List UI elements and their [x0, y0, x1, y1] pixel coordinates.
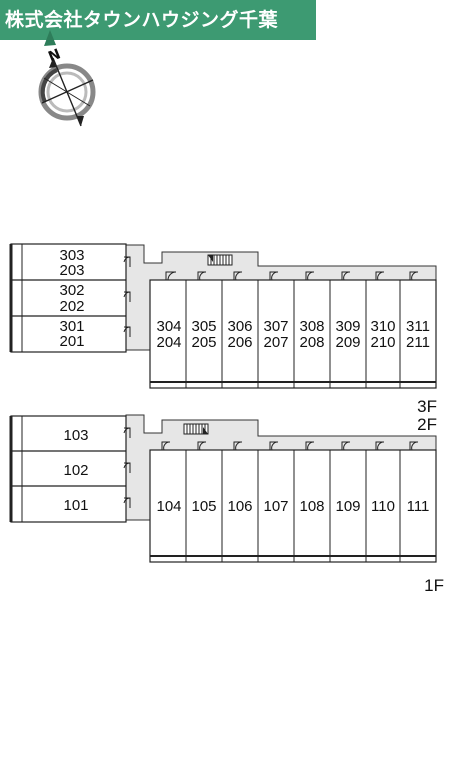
door-icon: [341, 441, 351, 451]
unit-number: 106: [227, 498, 252, 515]
unit-number: 203: [59, 262, 84, 279]
door-icon: [161, 441, 171, 451]
unit-number: 302: [59, 282, 84, 299]
floor-label-3f: 3F: [417, 397, 437, 416]
door-icon: [305, 441, 315, 451]
upper-floors-block: 303 203 302 202 301 201 304 204 305 205 …: [9, 243, 437, 434]
unit-number: 308: [299, 318, 324, 335]
door-icon: [269, 271, 279, 281]
door-icon: [197, 271, 207, 281]
unit-number: 211: [406, 334, 430, 351]
unit-number: 207: [263, 334, 288, 351]
door-icon: [123, 427, 131, 438]
unit-number: 303: [59, 247, 84, 264]
unit-number: 111: [407, 498, 430, 515]
floor-label-2f: 2F: [417, 415, 437, 434]
unit-number: 311: [406, 318, 430, 335]
unit-number: 307: [263, 318, 288, 335]
door-icon: [123, 256, 131, 267]
compass-north-label: N: [46, 46, 63, 65]
door-icon: [123, 497, 131, 508]
unit-number: 310: [370, 318, 395, 335]
unit-number: 109: [335, 498, 360, 515]
unit-number: 105: [191, 498, 216, 515]
stairs-icon: [207, 254, 233, 266]
company-banner: 株式会社タウンハウジング千葉: [0, 0, 316, 40]
unit-number: 104: [156, 498, 181, 515]
door-icon: [123, 326, 131, 337]
unit-number: 201: [59, 333, 84, 350]
door-icon: [409, 441, 419, 451]
unit-number: 208: [299, 334, 324, 351]
unit-number: 110: [371, 498, 395, 515]
ground-floor-block: 103 102 101 104 105 106 107 108 109 110 …: [9, 414, 444, 595]
door-icon: [233, 271, 243, 281]
door-icon: [197, 441, 207, 451]
door-icon: [305, 271, 315, 281]
door-icon: [233, 441, 243, 451]
door-icon: [165, 271, 177, 281]
door-icon: [341, 271, 351, 281]
door-icon: [409, 271, 419, 281]
door-icon: [123, 291, 131, 302]
compass-icon: N: [38, 30, 96, 127]
door-icon: [123, 462, 131, 473]
stairs-icon: [183, 423, 209, 435]
unit-number: 101: [63, 497, 88, 514]
company-name: 株式会社タウンハウジング千葉: [5, 9, 279, 31]
unit-number: 309: [335, 318, 360, 335]
unit-number: 306: [227, 318, 252, 335]
unit-number: 108: [299, 498, 324, 515]
unit-number: 107: [263, 498, 288, 515]
unit-number: 304: [156, 318, 181, 335]
unit-number: 210: [370, 334, 395, 351]
unit-number: 301: [59, 318, 84, 335]
unit-number: 305: [191, 318, 216, 335]
door-icon: [375, 271, 385, 281]
door-icon: [269, 441, 279, 451]
unit-number: 103: [63, 427, 88, 444]
unit-number: 202: [59, 298, 84, 315]
unit-number: 206: [227, 334, 252, 351]
unit-number: 204: [156, 334, 181, 351]
floor-label-1f: 1F: [424, 576, 444, 595]
unit-number: 102: [63, 462, 88, 479]
unit-number: 209: [335, 334, 360, 351]
unit-number: 205: [191, 334, 216, 351]
door-icon: [375, 441, 385, 451]
